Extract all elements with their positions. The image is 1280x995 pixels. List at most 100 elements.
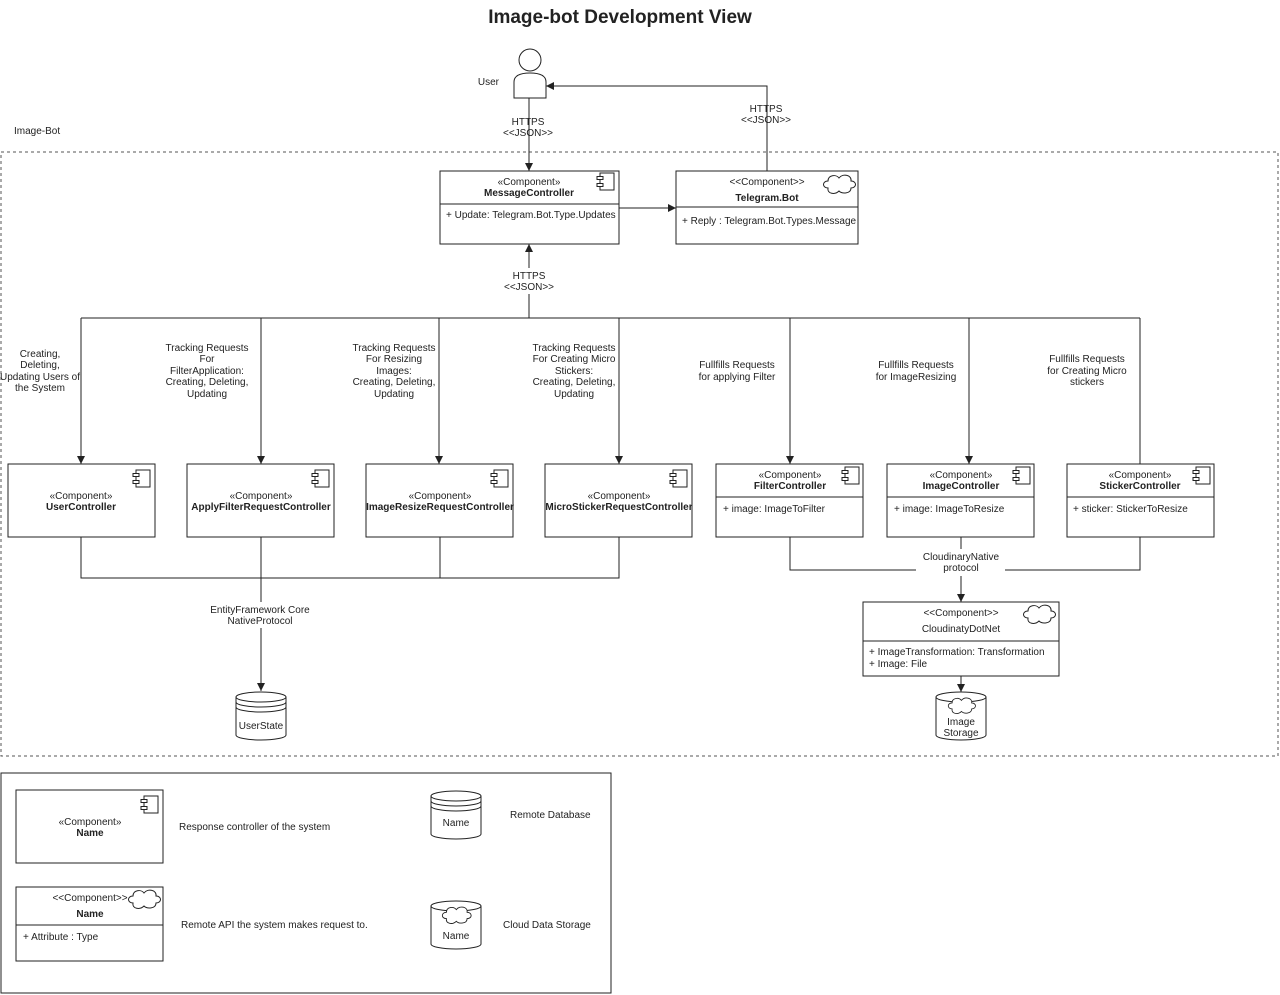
boundary-label: Image-Bot bbox=[14, 126, 60, 137]
cloud-icon bbox=[1023, 604, 1056, 624]
user-controller-component[interactable]: «Component» UserController bbox=[7, 463, 156, 538]
database-label: Name bbox=[443, 818, 470, 829]
legend-component-description: Response controller of the system bbox=[179, 822, 330, 833]
svg-text:Creating, Deleting,: Creating, Deleting, bbox=[166, 377, 249, 388]
message-controller-component[interactable]: «Component» MessageController + Update: … bbox=[439, 170, 620, 245]
stereotype: «Component» bbox=[230, 491, 293, 502]
telegram-bot-component[interactable]: <<Component>> Telegram.Bot + Reply : Tel… bbox=[675, 170, 859, 245]
stereotype: «Component» bbox=[930, 470, 993, 481]
component-icon bbox=[841, 466, 860, 485]
legend-component: «Component» Name bbox=[15, 789, 164, 864]
user-actor[interactable]: User bbox=[478, 48, 547, 99]
arrowhead bbox=[546, 82, 554, 90]
legend-remote-api-description: Remote API the system makes request to. bbox=[181, 920, 368, 931]
component-attribute: + Update: Telegram.Bot.Type.Updates bbox=[446, 210, 616, 221]
cloudinary-protocol: CloudinaryNative bbox=[923, 552, 1000, 563]
filter-controller-component[interactable]: «Component» FilterController + image: Im… bbox=[715, 463, 864, 538]
stereotype: <<Component>> bbox=[729, 177, 804, 188]
component-name: UserController bbox=[46, 502, 116, 513]
component-attribute: + Reply : Telegram.Bot.Types.Message bbox=[682, 216, 857, 227]
filter-controller-description: Fullfills Requests for applying Filter bbox=[699, 360, 776, 383]
sticker-controller-description: Fullfills Requests for Creating Micro st… bbox=[1047, 354, 1127, 388]
component-name: StickerController bbox=[1099, 481, 1180, 492]
svg-text:for applying Filter: for applying Filter bbox=[699, 372, 776, 383]
svg-text:For Resizing: For Resizing bbox=[366, 354, 422, 365]
entity-framework-connector: EntityFramework Core NativeProtocol bbox=[80, 537, 620, 691]
storage-label: Storage bbox=[943, 728, 978, 739]
image-resize-request-controller-component[interactable]: «Component» ImageResizeRequestController bbox=[365, 463, 514, 538]
stereotype: <<Component>> bbox=[923, 608, 998, 619]
component-attribute: + Image: File bbox=[869, 659, 928, 670]
storage-label: Image bbox=[947, 717, 975, 728]
component-icon bbox=[1192, 466, 1211, 485]
svg-text:Tracking Requests: Tracking Requests bbox=[166, 343, 249, 354]
svg-text:Fullfills Requests: Fullfills Requests bbox=[1049, 354, 1125, 365]
component-name: Name bbox=[76, 828, 104, 839]
user-label: User bbox=[478, 77, 500, 88]
image-controller-component[interactable]: «Component» ImageController + image: Ima… bbox=[886, 463, 1035, 538]
arrowhead bbox=[668, 204, 676, 212]
svg-text:Tracking Requests: Tracking Requests bbox=[353, 343, 436, 354]
component-attribute: + ImageTransformation: Transformation bbox=[869, 647, 1045, 658]
apply-filter-description: Tracking Requests For FilterApplication:… bbox=[166, 343, 249, 400]
cloud-icon bbox=[823, 174, 856, 194]
component-icon bbox=[1012, 466, 1031, 485]
stereotype: «Component» bbox=[588, 491, 651, 502]
component-attribute: + image: ImageToFilter bbox=[723, 504, 826, 515]
svg-text:Fullfills Requests: Fullfills Requests bbox=[878, 360, 954, 371]
svg-text:for Creating Micro: for Creating Micro bbox=[1047, 366, 1127, 377]
cloudinary-component[interactable]: <<Component>> CloudinatyDotNet + ImageTr… bbox=[862, 601, 1060, 677]
legend-cloud-storage-description: Cloud Data Storage bbox=[503, 920, 591, 931]
bus-mc-format: <<JSON>> bbox=[504, 282, 554, 293]
cloud-icon bbox=[441, 906, 472, 924]
component-icon bbox=[490, 469, 509, 488]
component-name: ImageResizeRequestController bbox=[366, 502, 514, 513]
svg-text:Stickers:: Stickers: bbox=[555, 366, 593, 377]
cloud-icon bbox=[128, 889, 161, 909]
micro-sticker-request-controller-component[interactable]: «Component» MicroStickerRequestControlle… bbox=[544, 463, 693, 538]
svg-text:stickers: stickers bbox=[1070, 377, 1104, 388]
svg-text:Tracking Requests: Tracking Requests bbox=[533, 343, 616, 354]
cloud-icon bbox=[947, 697, 976, 714]
legend-remote-database: Name bbox=[430, 790, 482, 840]
component-name: MessageController bbox=[484, 188, 574, 199]
entity-protocol-detail: NativeProtocol bbox=[227, 616, 292, 627]
svg-text:Creating, Deleting,: Creating, Deleting, bbox=[353, 377, 436, 388]
image-bot-boundary bbox=[0, 151, 1279, 757]
svg-text:for ImageResizing: for ImageResizing bbox=[876, 372, 957, 383]
user-controller-description: Creating, Deleting, Updating Users of th… bbox=[0, 349, 80, 394]
tb-user-format: <<JSON>> bbox=[741, 115, 791, 126]
component-name: CloudinatyDotNet bbox=[922, 624, 1001, 635]
entity-protocol: EntityFramework Core bbox=[210, 605, 310, 616]
image-resize-description: Tracking Requests For Resizing Images: C… bbox=[353, 343, 436, 400]
svg-text:Fullfills Requests: Fullfills Requests bbox=[699, 360, 775, 371]
component-name: Name bbox=[76, 909, 104, 920]
legend-remote-database-description: Remote Database bbox=[510, 810, 591, 821]
svg-text:For: For bbox=[200, 354, 216, 365]
component-icon bbox=[596, 172, 615, 191]
component-name: MicroStickerRequestController bbox=[545, 502, 692, 513]
diagram-title: Image-bot Development View bbox=[488, 7, 752, 28]
stereotype: «Component» bbox=[759, 470, 822, 481]
arrowhead bbox=[957, 684, 965, 692]
image-storage-cloud-store[interactable]: Image Storage bbox=[935, 691, 987, 741]
apply-filter-request-controller-component[interactable]: «Component» ApplyFilterRequestController bbox=[186, 463, 335, 538]
stereotype: «Component» bbox=[1109, 470, 1172, 481]
component-icon bbox=[669, 469, 688, 488]
component-icon bbox=[132, 469, 151, 488]
component-attribute: + image: ImageToResize bbox=[894, 504, 1005, 515]
component-icon bbox=[311, 469, 330, 488]
svg-text:Deleting,: Deleting, bbox=[20, 360, 59, 371]
stereotype: <<Component>> bbox=[52, 893, 127, 904]
component-name: ImageController bbox=[923, 481, 1000, 492]
cloudinary-protocol-detail: protocol bbox=[943, 563, 979, 574]
sticker-controller-component[interactable]: «Component» StickerController + sticker:… bbox=[1066, 463, 1215, 538]
component-attribute: + sticker: StickerToResize bbox=[1073, 504, 1188, 515]
bus-mc-protocol: HTTPS bbox=[513, 271, 546, 282]
user-state-database[interactable]: UserState bbox=[235, 691, 287, 741]
telegram-to-user-edge bbox=[546, 85, 768, 171]
user-mc-format: <<JSON>> bbox=[503, 128, 553, 139]
stereotype: «Component» bbox=[498, 177, 561, 188]
svg-text:the System: the System bbox=[15, 383, 65, 394]
